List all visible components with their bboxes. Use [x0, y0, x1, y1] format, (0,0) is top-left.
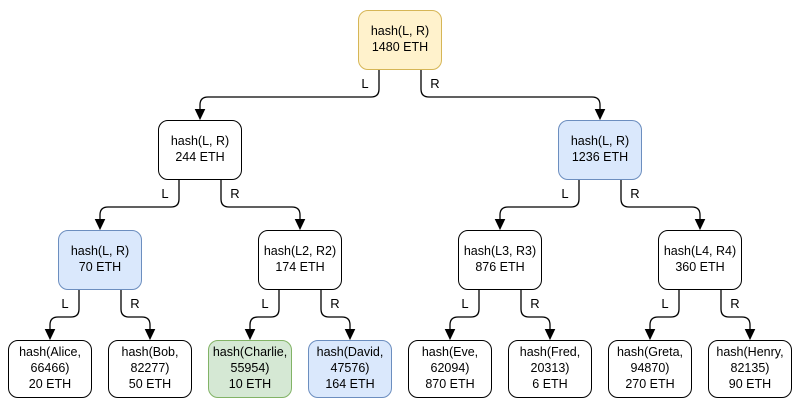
node-hash-label: hash(Greta, 94870) — [616, 345, 683, 376]
tree-node: hash(L, R)244 ETH — [158, 120, 242, 180]
tree-edge — [649, 290, 680, 330]
node-hash-label: hash(Charlie, 55954) — [212, 345, 288, 376]
tree-edge — [199, 70, 380, 110]
node-value-label: 90 ETH — [728, 376, 772, 391]
arrowhead-icon — [494, 219, 506, 231]
tree-node: hash(L, R)1236 ETH — [558, 120, 642, 180]
arrowhead-icon — [594, 109, 606, 121]
node-hash-label: hash(David, 47576) — [316, 345, 384, 376]
tree-node: hash(Henry, 82135)90 ETH — [708, 340, 792, 398]
tree-edge — [499, 180, 580, 220]
tree-node: hash(L3, R3)876 ETH — [458, 230, 542, 290]
node-hash-label: hash(Eve, 62094) — [421, 345, 479, 376]
tree-edge — [99, 180, 180, 220]
tree-node: hash(Greta, 94870)270 ETH — [608, 340, 692, 398]
tree-edge — [720, 290, 751, 330]
tree-edge — [249, 290, 280, 330]
arrowhead-icon — [744, 329, 756, 341]
arrowhead-icon — [644, 329, 656, 341]
tree-edge — [320, 290, 351, 330]
edge-label-right: R — [430, 76, 439, 91]
edge-label-right: R — [630, 186, 639, 201]
edge-label-left: L — [661, 296, 668, 311]
tree-edge — [220, 180, 301, 220]
tree-edge — [49, 290, 80, 330]
node-value-label: 1236 ETH — [571, 150, 629, 164]
arrowhead-icon — [694, 219, 706, 231]
node-value-label: 870 ETH — [425, 376, 475, 391]
node-value-label: 174 ETH — [275, 260, 325, 274]
tree-node: hash(Fred, 20313)6 ETH — [508, 340, 592, 398]
tree-node: hash(Alice, 66466)20 ETH — [8, 340, 92, 398]
arrowhead-icon — [194, 109, 206, 121]
node-hash-label: hash(L2, R2) — [263, 244, 337, 259]
edge-label-right: R — [230, 186, 239, 201]
node-hash-label: hash(L, R) — [570, 134, 630, 149]
node-value-label: 6 ETH — [532, 376, 568, 391]
node-value-label: 360 ETH — [675, 260, 725, 274]
node-hash-label: hash(Henry, 82135) — [716, 345, 784, 376]
node-value-label: 164 ETH — [325, 376, 375, 391]
node-hash-label: hash(L, R) — [170, 134, 230, 149]
tree-edge — [520, 290, 551, 330]
edge-label-right: R — [730, 296, 739, 311]
edge-label-left: L — [161, 186, 168, 201]
tree-edge — [420, 70, 601, 110]
edge-label-left: L — [361, 76, 368, 91]
node-value-label: 20 ETH — [28, 376, 72, 391]
node-value-label: 10 ETH — [228, 376, 272, 391]
edge-label-left: L — [461, 296, 468, 311]
node-hash-label: hash(L4, R4) — [663, 244, 737, 259]
tree-node: hash(Charlie, 55954)10 ETH — [208, 340, 292, 398]
node-value-label: 876 ETH — [475, 260, 525, 274]
edge-label-left: L — [261, 296, 268, 311]
arrowhead-icon — [144, 329, 156, 341]
arrowhead-icon — [544, 329, 556, 341]
tree-node: hash(L4, R4)360 ETH — [658, 230, 742, 290]
node-value-label: 50 ETH — [128, 376, 172, 391]
edge-label-right: R — [330, 296, 339, 311]
tree-node: hash(Bob, 82277)50 ETH — [108, 340, 192, 398]
tree-node: hash(L, R)1480 ETH — [358, 10, 442, 70]
node-hash-label: hash(L, R) — [70, 244, 130, 259]
tree-edge — [449, 290, 480, 330]
tree-edge — [120, 290, 151, 330]
arrowhead-icon — [444, 329, 456, 341]
tree-node: hash(L2, R2)174 ETH — [258, 230, 342, 290]
arrowhead-icon — [244, 329, 256, 341]
edge-label-left: L — [561, 186, 568, 201]
node-hash-label: hash(Alice, 66466) — [19, 345, 81, 376]
node-hash-label: hash(L, R) — [370, 24, 430, 39]
tree-node: hash(David, 47576)164 ETH — [308, 340, 392, 398]
tree-edge — [620, 180, 701, 220]
edge-label-right: R — [530, 296, 539, 311]
edge-label-right: R — [130, 296, 139, 311]
node-hash-label: hash(L3, R3) — [463, 244, 537, 259]
node-value-label: 244 ETH — [175, 150, 225, 164]
tree-node: hash(L, R)70 ETH — [58, 230, 142, 290]
edge-label-left: L — [61, 296, 68, 311]
node-hash-label: hash(Fred, 20313) — [519, 345, 581, 376]
arrowhead-icon — [44, 329, 56, 341]
tree-node: hash(Eve, 62094)870 ETH — [408, 340, 492, 398]
arrowhead-icon — [294, 219, 306, 231]
node-hash-label: hash(Bob, 82277) — [121, 345, 179, 376]
node-value-label: 1480 ETH — [371, 40, 429, 54]
arrowhead-icon — [344, 329, 356, 341]
node-value-label: 70 ETH — [78, 260, 122, 274]
node-value-label: 270 ETH — [625, 376, 675, 391]
arrowhead-icon — [94, 219, 106, 231]
